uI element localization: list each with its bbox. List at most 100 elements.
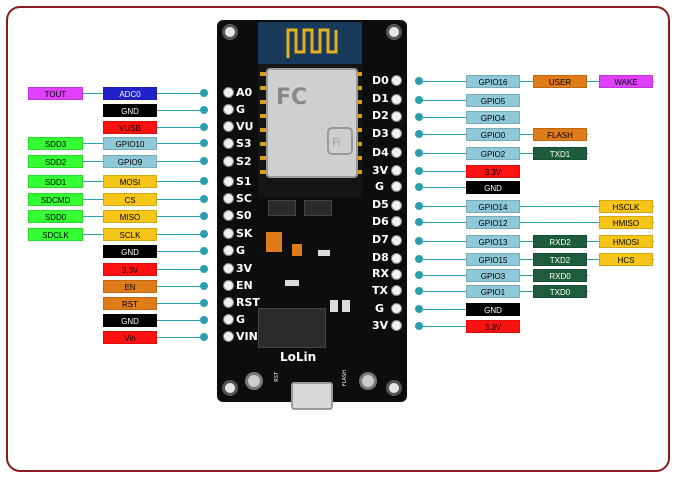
label-gpio9: GPIO9 [103, 155, 157, 168]
label-gnd: GND [103, 104, 157, 117]
rst-button [245, 372, 263, 390]
rst-button-label: RST [274, 372, 280, 382]
connector-line [155, 286, 205, 287]
board-pin [223, 138, 234, 149]
pin-dot [200, 89, 208, 97]
label-hmosi: HMOSI [599, 235, 653, 248]
label-hsclk: HSCLK [599, 200, 653, 213]
label-gpio10: GPIO10 [103, 137, 157, 150]
usb-uart-chip [258, 308, 326, 348]
mounting-hole [386, 380, 402, 396]
pin-label-left: A0 [236, 86, 253, 99]
flash-button [359, 372, 377, 390]
label-gpio13: GPIO13 [466, 235, 520, 248]
pin-dot [415, 113, 423, 121]
pin-dot [415, 167, 423, 175]
label-flash: FLASH [533, 128, 587, 141]
label-gpio15: GPIO15 [466, 253, 520, 266]
pin-label-left: SK [236, 227, 253, 240]
flash-button-label: FLASH [342, 370, 348, 387]
label-sdcmd: SDCMD [28, 193, 83, 206]
board-pin [223, 263, 234, 274]
connector-line [155, 251, 205, 252]
wifi-logo-icon: Fi [327, 127, 353, 155]
pin-dot [200, 212, 208, 220]
connector-line [418, 222, 654, 223]
pin-label-right: G [375, 180, 385, 193]
pin-label-left: S3 [236, 137, 252, 150]
pin-dot [200, 265, 208, 273]
label-en: EN [103, 280, 157, 293]
pin-label-right: TX [372, 284, 388, 297]
module-pad [356, 156, 362, 160]
fcc-logo-icon: FC [276, 85, 307, 110]
micro-usb-port [291, 382, 333, 410]
resistor [342, 300, 350, 312]
pin-label-left: S0 [236, 209, 252, 222]
connector-line [418, 117, 466, 118]
board-logo: LoLin [280, 350, 317, 364]
board-pin [223, 228, 234, 239]
pin-label-right: D2 [372, 109, 389, 122]
label-mosi: MOSI [103, 175, 157, 188]
pin-dot [200, 282, 208, 290]
svg-text:FC: FC [276, 85, 307, 110]
regulator-chip [304, 200, 332, 216]
pin-dot [415, 96, 423, 104]
label-hmiso: HMISO [599, 216, 653, 229]
label-miso: MISO [103, 210, 157, 223]
board-pin [223, 176, 234, 187]
pin-label-right: 3V [372, 164, 389, 177]
board-pin [223, 87, 234, 98]
board-pin [391, 75, 402, 86]
pin-label-right: D8 [372, 251, 389, 264]
label-gpio2: GPIO2 [466, 147, 520, 160]
pin-dot [200, 299, 208, 307]
board-pin [223, 280, 234, 291]
label-gpio16: GPIO16 [466, 75, 520, 88]
resistor [330, 300, 338, 312]
mounting-hole [222, 380, 238, 396]
label-cs: CS [103, 193, 157, 206]
svg-text:Fi: Fi [332, 136, 341, 149]
pin-label-left: S1 [236, 175, 252, 188]
module-pad [356, 142, 362, 146]
label-txd2: TXD2 [533, 253, 587, 266]
module-pad [260, 142, 266, 146]
pin-dot [415, 322, 423, 330]
pin-dot [415, 237, 423, 245]
board-pin [223, 104, 234, 115]
module-pad [356, 72, 362, 76]
board-pin [391, 269, 402, 280]
pin-dot [415, 271, 423, 279]
board-pin [391, 285, 402, 296]
connector-line [155, 320, 205, 321]
pin-dot [200, 247, 208, 255]
label-3v3: 3.3V [103, 263, 157, 276]
pin-label-left: EN [236, 279, 253, 292]
board-pin [391, 200, 402, 211]
label-wake: WAKE [599, 75, 653, 88]
board-pin [391, 147, 402, 158]
connector-line [418, 100, 466, 101]
label-gpio1: GPIO1 [466, 285, 520, 298]
module-pad [260, 156, 266, 160]
pin-label-right: D5 [372, 198, 389, 211]
label-rxd2: RXD2 [533, 235, 587, 248]
pin-dot [415, 202, 423, 210]
board-pin [391, 181, 402, 192]
pin-dot [200, 157, 208, 165]
label-gnd: GND [103, 314, 157, 327]
pin-label-left: 3V [236, 262, 253, 275]
label-gpio0: GPIO0 [466, 128, 520, 141]
board-pin [223, 314, 234, 325]
module-pad [260, 72, 266, 76]
label-sdclk: SDCLK [28, 228, 83, 241]
capacitor [266, 232, 282, 252]
pin-label-right: D3 [372, 127, 389, 140]
module-pad [356, 128, 362, 132]
board-pin [223, 297, 234, 308]
pin-label-right: D7 [372, 233, 389, 246]
connector-line [418, 187, 466, 188]
pin-label-left: RST [236, 296, 260, 309]
